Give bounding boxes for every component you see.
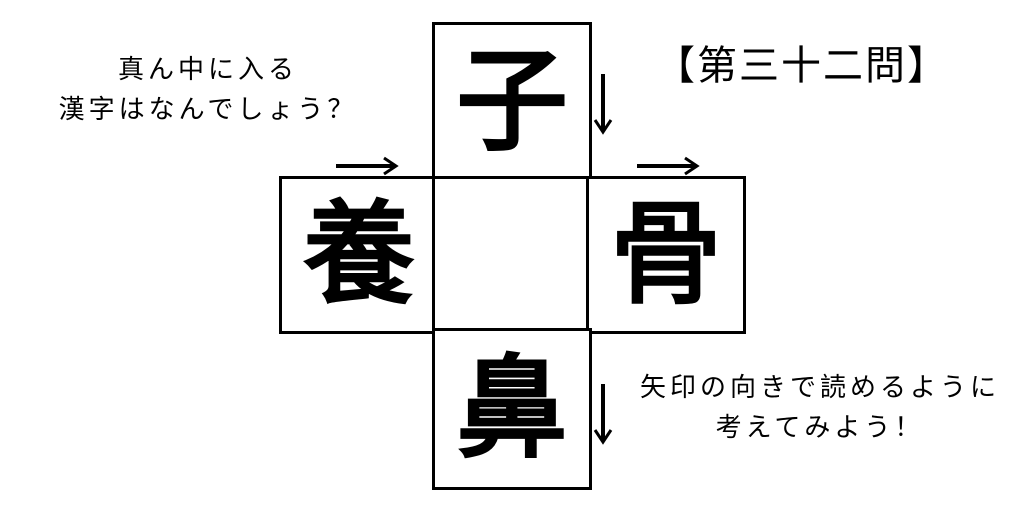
question-line-1: 真ん中に入る <box>117 55 298 85</box>
kanji-cell-top: 子 <box>432 22 592 182</box>
down-arrow-icon <box>593 74 613 135</box>
kanji-cell-bottom: 鼻 <box>432 328 592 490</box>
question-text: 真ん中に入る 漢字はなんでしょう？ <box>28 50 388 130</box>
kanji-top: 子 <box>456 37 568 167</box>
kanji-right: 骨 <box>610 190 722 320</box>
hint-line-2: 考えてみよう！ <box>715 413 925 443</box>
hint-line-1: 矢印の向きで読めるように <box>639 373 1000 403</box>
right-arrow-icon <box>637 156 700 176</box>
puzzle-title: 【第三十二問】 <box>655 43 949 89</box>
down-arrow-icon <box>593 384 613 445</box>
hint-text: 矢印の向きで読めるように 考えてみよう！ <box>630 368 1010 448</box>
kanji-cell-left: 養 <box>279 176 439 334</box>
question-line-2: 漢字はなんでしょう？ <box>58 95 358 125</box>
kanji-bottom: 鼻 <box>456 344 568 474</box>
right-arrow-icon <box>336 156 399 176</box>
answer-cell-center[interactable] <box>432 176 592 334</box>
kanji-left: 養 <box>303 190 415 320</box>
kanji-cell-right: 骨 <box>586 176 746 334</box>
